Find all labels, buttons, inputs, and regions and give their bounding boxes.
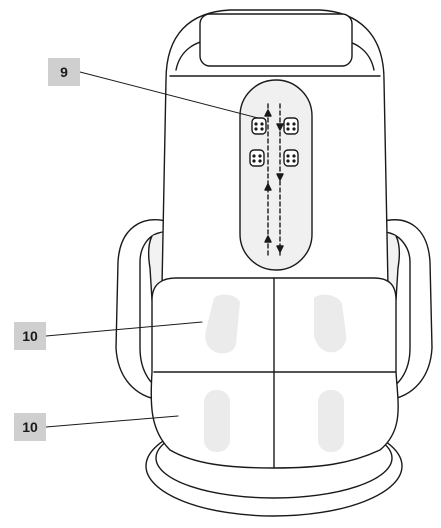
arrow-down-icon [276,173,284,181]
arrow-up-icon [264,109,272,117]
leader-line-10-front [45,321,203,337]
arrow-up-icon [264,183,272,191]
roller-node-icon [251,117,267,135]
callout-leaders [45,71,259,428]
callout-label-seat-rear: 10 [14,413,46,441]
callout-label-massage-rollers: 9 [48,58,80,86]
leader-line-9 [79,71,259,119]
vibration-pad-rear-left [204,390,230,452]
arrow-up-icon [264,235,272,243]
arrow-down-icon [276,123,284,131]
arrow-down-icon [276,245,284,253]
roller-node-icon [283,149,299,167]
vibration-pad-rear-right [318,390,344,452]
roller-node-icon [283,117,299,135]
roller-node-icon [249,149,265,167]
vibration-pad-front-left [205,294,240,354]
massage-roller-area [239,79,313,271]
leader-line-10-rear [45,415,179,428]
seat-cushion [150,277,399,469]
callout-label-seat-front: 10 [14,322,46,350]
vibration-pad-front-right [314,294,347,353]
headrest-pillow [199,13,353,67]
